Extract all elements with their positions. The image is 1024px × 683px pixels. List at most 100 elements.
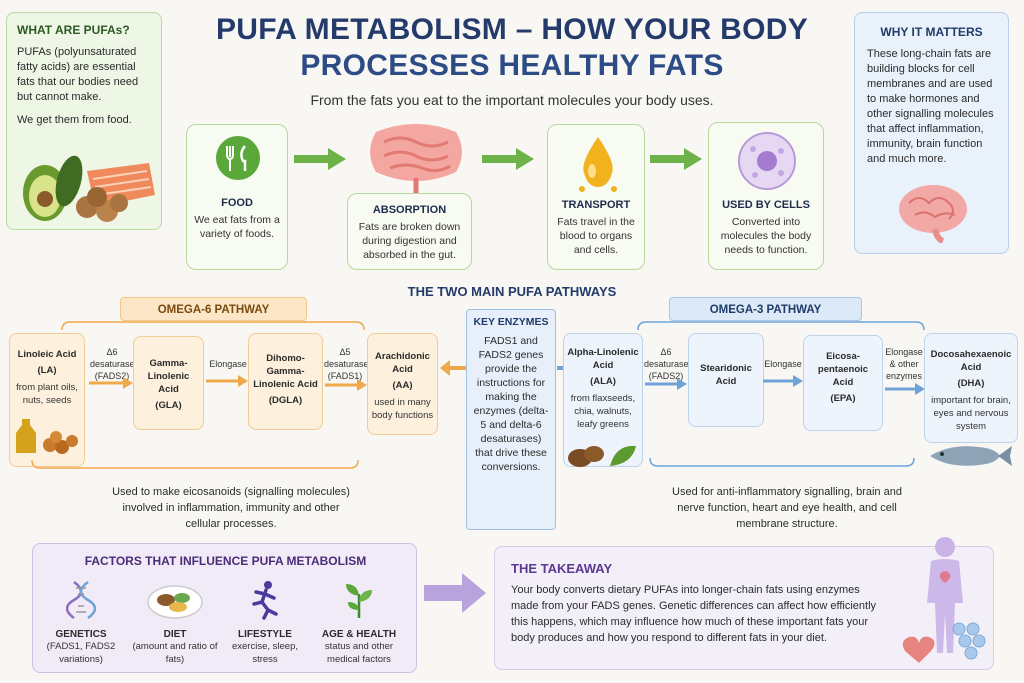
acid-note: important for brain, eyes and nervous sy… [931, 395, 1011, 432]
cutlery-icon [216, 136, 260, 180]
acid-name: Stearidonic Acid [700, 363, 752, 387]
acid-name: Docosahexaenoic Acid [930, 349, 1012, 373]
factor-name: DIET [163, 629, 187, 640]
seeds-icon [568, 445, 636, 467]
plant-oil-icon [16, 419, 78, 454]
arrow-right-icon [650, 148, 702, 170]
omega3-summary-bracket [649, 457, 915, 467]
factor-name: GENETICS [55, 629, 107, 640]
factors-title: FACTORS THAT INFLUENCE PUFA METABOLISM [84, 554, 367, 568]
cell-icon [738, 132, 796, 190]
acid-abbr: (AA) [392, 380, 413, 391]
omega3-acid-box: Docosahexaenoic Acid (DHA) important for… [924, 333, 1018, 443]
factor-desc: (FADS1, FADS2 variations) [46, 641, 116, 665]
page-title: PUFA METABOLISM – HOW YOUR BODY PROCESSE… [180, 12, 844, 84]
flow-step-title: FOOD [221, 197, 253, 209]
factor-genetics: GENETICS (FADS1, FADS2 variations) [35, 580, 127, 666]
flow-step-desc: Converted into molecules the body needs … [720, 216, 812, 256]
flow-step-transport: TRANSPORT Fats travel in the blood to or… [547, 124, 645, 270]
omega6-summary-bracket [31, 459, 359, 469]
why-it-matters-panel: WHY IT MATTERS These long-chain fats are… [854, 12, 1009, 254]
acid-abbr: (DHA) [957, 378, 985, 389]
why-it-matters-title: WHY IT MATTERS [880, 25, 983, 39]
intestine-icon [370, 124, 462, 196]
arrow-right-icon [424, 573, 486, 613]
plant-icon [346, 584, 372, 618]
acid-note: from plant oils, nuts, seeds [16, 382, 78, 406]
factor-name: LIFESTYLE [238, 629, 292, 640]
omega6-summary: Used to make eicosanoids (signalling mol… [112, 486, 350, 530]
omega3-bracket [637, 321, 925, 331]
acid-name: Arachidonic Acid [375, 351, 430, 375]
omega6-acid-box: Gamma-Linolenic Acid (GLA) [133, 336, 204, 430]
enzyme-label: Elongase [764, 359, 802, 369]
flow-step-desc: We eat fats from a variety of foods. [194, 214, 280, 240]
arrow-left-icon [440, 360, 466, 376]
acid-abbr: (GLA) [155, 400, 182, 411]
flow-step-food: FOOD We eat fats from a variety of foods… [186, 124, 288, 270]
factor-name: AGE & HEALTH [321, 629, 397, 640]
factor-desc: exercise, sleep, stress [231, 641, 298, 665]
acid-abbr: (LA) [37, 365, 57, 376]
why-it-matters-text: These long-chain fats are building block… [867, 48, 994, 165]
flow-step-title: ABSORPTION [372, 204, 447, 216]
arrow-right-icon [763, 375, 803, 387]
enzyme-label: Δ6 desaturase (FADS2) [644, 347, 689, 381]
acid-abbr: (EPA) [830, 393, 856, 404]
acid-name: Linoleic Acid [17, 349, 77, 360]
omega6-pathway-banner: OMEGA-6 PATHWAY [120, 297, 307, 321]
acid-abbr: (DGLA) [268, 395, 303, 406]
flow-step-desc: Fats travel in the blood to organs and c… [557, 216, 635, 256]
acid-name: Dihomo-Gamma-Linolenic Acid [253, 353, 318, 390]
omega3-summary: Used for anti-inflammatory signalling, b… [672, 486, 902, 530]
acid-note: from flaxseeds, chia, walnuts, leafy gre… [570, 393, 636, 430]
omega3-acid-box: Eicosa-pentaenoic Acid (EPA) [803, 335, 883, 431]
takeaway-title: THE TAKEAWAY [511, 561, 613, 576]
arrow-right-icon [294, 148, 346, 170]
acid-abbr: (ALA) [590, 376, 616, 387]
what-are-pufas-text: PUFAs (polyunsaturated fatty acids) are … [17, 46, 139, 103]
enzyme-label: Elongase [209, 359, 247, 369]
takeaway-panel: THE TAKEAWAY Your body converts dietary … [494, 537, 994, 670]
fish-icon [930, 446, 1012, 466]
key-enzymes-box: KEY ENZYMES FADS1 and FADS2 genes provid… [466, 309, 556, 530]
omega3-pathway-banner: OMEGA-3 PATHWAY [669, 297, 862, 321]
omega6-bracket [61, 321, 365, 331]
arrow-right-icon [206, 375, 248, 387]
factors-panel: FACTORS THAT INFLUENCE PUFA METABOLISM G… [32, 543, 417, 673]
pathways-section-title: THE TWO MAIN PUFA PATHWAYS [407, 284, 617, 299]
what-are-pufas-panel: WHAT ARE PUFAs? PUFAs (polyunsaturated f… [6, 12, 162, 230]
plate-icon [147, 585, 203, 619]
running-person-icon [252, 581, 278, 620]
flow-step-used-by-cells: USED BY CELLS Converted into molecules t… [708, 122, 824, 270]
acid-note: used in many body functions [371, 397, 434, 421]
omega6-acid-box: Arachidonic Acid (AA) used in many body … [367, 333, 438, 435]
factor-lifestyle: LIFESTYLE exercise, sleep, stress [219, 580, 311, 666]
acid-name: Gamma-Linolenic Acid [147, 358, 190, 395]
omega6-acid-box: Linoleic Acid (LA) from plant oils, nuts… [9, 333, 85, 467]
acid-name: Eicosa-pentaenoic Acid [817, 351, 869, 388]
enzyme-label: Δ6 desaturase (FADS2) [90, 347, 135, 381]
title-line-2: PROCESSES HEALTHY FATS [300, 49, 724, 82]
factor-desc: status and other medical factors [324, 641, 394, 665]
enzyme-label: Elongase & other enzymes [885, 347, 923, 381]
dna-icon [65, 580, 97, 620]
arrow-right-icon [482, 148, 534, 170]
key-enzymes-title: KEY ENZYMES [473, 316, 549, 328]
brain-icon [899, 185, 967, 243]
flow-step-title: USED BY CELLS [722, 199, 810, 211]
flow-step-absorption: ABSORPTION Fats are broken down during d… [347, 193, 472, 270]
what-are-pufas-title: WHAT ARE PUFAs? [17, 23, 130, 37]
page-subtitle: From the fats you eat to the important m… [310, 92, 714, 108]
flow-step-desc: Fats are broken down during digestion an… [358, 221, 461, 261]
takeaway-text: Your body converts dietary PUFAs into lo… [511, 584, 877, 644]
arrow-right-icon [325, 379, 367, 391]
healthy-foods-icon [23, 155, 155, 222]
title-line-1: PUFA METABOLISM – HOW YOUR BODY [215, 13, 809, 46]
arrow-right-icon [885, 383, 925, 395]
arrow-right-icon [89, 377, 133, 389]
food-source-text: We get them from food. [17, 114, 132, 126]
factor-diet: DIET (amount and ratio of fats) [129, 580, 221, 666]
factor-age-health: AGE & HEALTH status and other medical fa… [313, 580, 405, 666]
enzyme-label: Δ5 desaturase (FADS1) [324, 347, 369, 381]
